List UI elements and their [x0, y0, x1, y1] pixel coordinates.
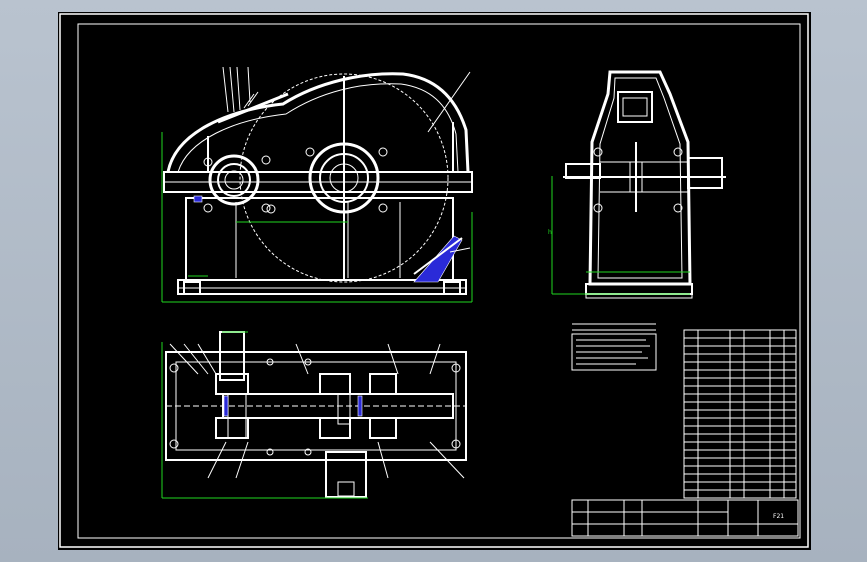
side-view: h: [548, 70, 726, 299]
title-block: F21: [571, 499, 799, 537]
sheet-inner-border: [77, 23, 801, 539]
cad-viewport[interactable]: h: [58, 12, 811, 550]
top-view: [161, 331, 467, 499]
parts-list: [683, 329, 797, 499]
title-block-mark: F21: [773, 513, 784, 520]
front-view: [161, 66, 473, 303]
sheet-outer-border: [59, 13, 809, 548]
height-dim-label: h: [548, 229, 552, 236]
technical-notes: [571, 323, 657, 371]
assembly-drawing: h: [59, 13, 809, 548]
